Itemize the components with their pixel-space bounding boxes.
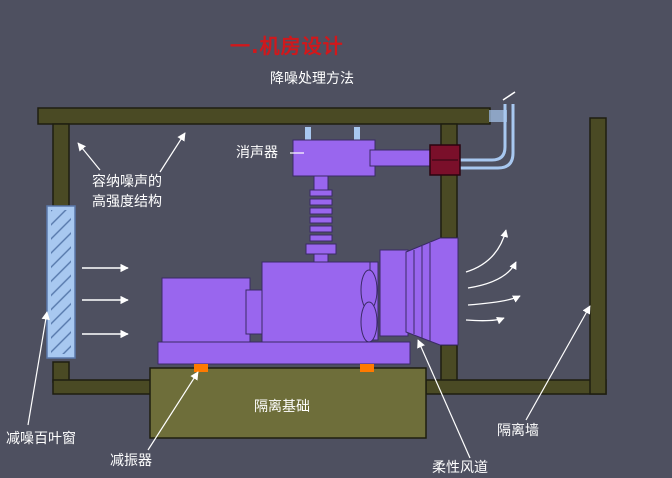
isolation-wall (589, 117, 607, 395)
foundation-label: 隔离基础 (254, 399, 310, 415)
structure-label-line1: 容纳噪声的 (92, 174, 162, 190)
right-inner-wall (440, 123, 458, 239)
right-inner-wall-lower (440, 344, 458, 382)
damper-pad-left (194, 364, 208, 372)
damper-label: 减振器 (110, 453, 152, 469)
muffler (292, 127, 433, 177)
generator-base (157, 341, 411, 365)
louver-airflow-arrows (82, 263, 129, 339)
roof-beam (37, 107, 491, 125)
exhaust-bellows (305, 175, 337, 265)
generator-set (157, 249, 411, 365)
fan-blade-bottom (360, 301, 378, 343)
engine-block (161, 277, 251, 345)
callout-lines (27, 132, 591, 459)
louver-window (46, 205, 76, 359)
alternator (261, 261, 371, 345)
louver-label: 减噪百叶窗 (6, 431, 76, 447)
exhaust-pipe (458, 91, 516, 170)
flexible-duct (405, 237, 459, 346)
left-wall-upper (52, 123, 70, 207)
floor-right (425, 379, 607, 395)
floor-left (52, 379, 154, 395)
exhaust-roof-flange (489, 110, 507, 122)
left-wall-lower (52, 361, 70, 383)
diagram-subtitle: 降噪处理方法 (270, 71, 354, 87)
discharge-airflow-arrows (465, 229, 521, 325)
structure-label-line2: 高强度结构 (92, 194, 162, 210)
muffler-label: 消声器 (236, 145, 278, 161)
radiator (379, 249, 409, 337)
wall-label: 隔离墙 (497, 423, 539, 439)
duct-label: 柔性风道 (432, 460, 488, 476)
damper-pad-right (360, 364, 374, 372)
diagram-title: 一.机房设计 (230, 34, 344, 58)
